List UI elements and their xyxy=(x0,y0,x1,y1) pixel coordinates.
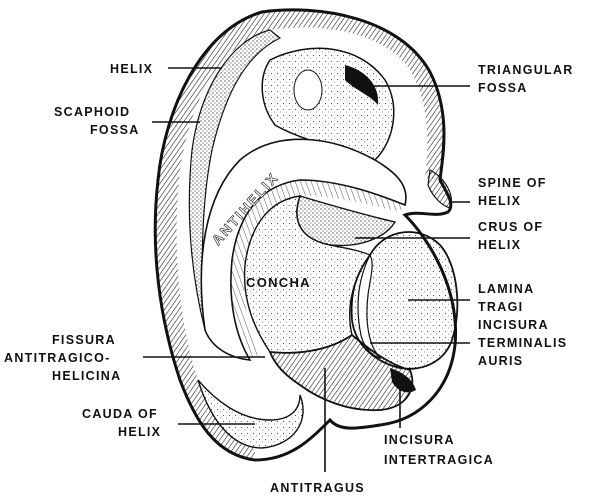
label-spine-of-helix-line2: HELIX xyxy=(478,194,521,208)
label-incisura-intertragica-line2: INTERTRAGICA xyxy=(384,453,494,467)
label-helix: HELIX xyxy=(110,62,153,76)
label-crus-of-helix-line1: CRUS OF xyxy=(478,220,543,234)
label-lamina-tragi-line1: LAMINA xyxy=(478,282,534,296)
triangular-fossa-deep xyxy=(345,65,379,105)
label-fissura-line1: FISSURA xyxy=(52,333,116,347)
label-cauda-of-helix-line1: CAUDA OF xyxy=(82,407,158,421)
label-lamina-tragi-line2: TRAGI xyxy=(478,300,523,314)
spine-of-helix xyxy=(427,169,452,209)
label-incisura-terminalis-line3: AURIS xyxy=(478,354,523,368)
label-incisura-intertragica-line1: INCISURA xyxy=(384,433,455,447)
label-fissura-line2: ANTITRAGICO- xyxy=(4,351,111,365)
label-cauda-of-helix-line2: HELIX xyxy=(118,425,161,439)
intertragic-notch xyxy=(390,368,416,393)
labels: HELIX SCAPHOID FOSSA TRIANGULAR FOSSA SP… xyxy=(4,62,574,495)
label-incisura-terminalis-line2: TERMINALIS xyxy=(478,336,567,350)
label-triangular-fossa-line1: TRIANGULAR xyxy=(478,63,574,77)
label-fissura-line3: HELICINA xyxy=(52,369,121,383)
helix-shading xyxy=(155,9,444,461)
label-antitragus: ANTITRAGUS xyxy=(270,481,365,495)
label-scaphoid-fossa-line2: FOSSA xyxy=(90,123,140,137)
leader-lines xyxy=(143,67,470,472)
antitragus xyxy=(268,333,414,412)
label-concha: CONCHA xyxy=(246,275,311,290)
antihelix-shading xyxy=(230,180,405,360)
cauda-of-helix xyxy=(197,379,304,449)
label-scaphoid-fossa-line1: SCAPHOID xyxy=(54,105,130,119)
label-crus-of-helix-line2: HELIX xyxy=(478,238,521,252)
label-triangular-fossa-line2: FOSSA xyxy=(478,81,528,95)
triangular-fossa-highlight xyxy=(293,69,323,111)
label-incisura-terminalis-line1: INCISURA xyxy=(478,318,549,332)
label-spine-of-helix-line1: SPINE OF xyxy=(478,176,547,190)
